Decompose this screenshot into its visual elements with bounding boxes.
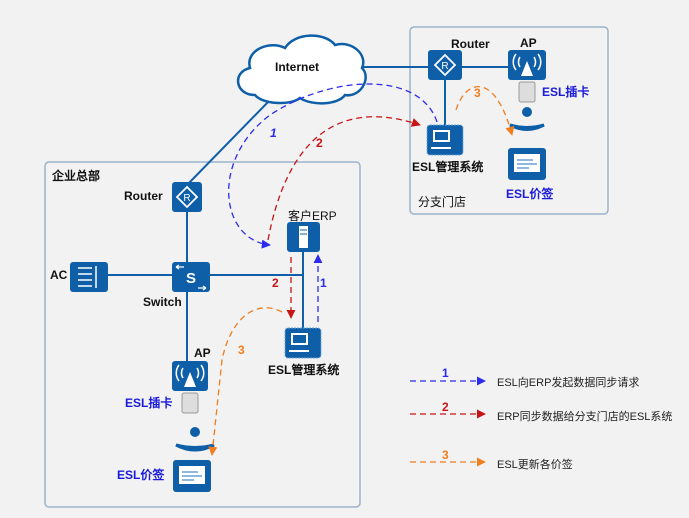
flow-2-path-a <box>267 116 421 241</box>
ac-label: AC <box>50 268 68 282</box>
hq-esl-tag-label: ESL价签 <box>117 468 165 482</box>
hq-ap-label: AP <box>194 346 211 360</box>
branch-esl-system-label: ESL管理系统 <box>412 160 484 174</box>
branch-ap-icon[interactable] <box>508 50 546 80</box>
legend-1-number: 1 <box>442 366 449 380</box>
hq-router-icon[interactable]: R <box>172 182 202 212</box>
hq-switch-label: Switch <box>143 295 182 309</box>
flow-3-number-hq: 3 <box>238 343 245 357</box>
flow-2-number: 2 <box>316 136 323 150</box>
internet-cloud <box>237 34 367 105</box>
internet-label: Internet <box>275 60 320 74</box>
hq-frame <box>44 161 361 508</box>
hq-router-label: Router <box>124 189 163 203</box>
branch-signal-icon <box>509 107 545 131</box>
hq-esl-system-label: ESL管理系统 <box>268 363 340 377</box>
legend-3-text: ESL更新各价签 <box>497 459 573 471</box>
svg-text:R: R <box>441 61 448 72</box>
flow-3-path-b <box>208 307 283 456</box>
hq-esl-tag-icon[interactable] <box>173 460 211 492</box>
branch-ap-label: AP <box>520 36 537 50</box>
branch-esl-card-icon <box>518 81 536 103</box>
flow-3-number: 3 <box>474 86 481 100</box>
branch-esl-tag-label: ESL价签 <box>506 187 554 201</box>
ac-icon[interactable] <box>70 262 108 292</box>
branch-router-label: Router <box>451 37 490 51</box>
legend-3-number: 3 <box>442 448 449 462</box>
hq-esl-card-label: ESL插卡 <box>125 396 173 410</box>
flow-1-number-hq: 1 <box>320 276 327 290</box>
legend-1-text: ESL向ERP发起数据同步请求 <box>497 377 640 389</box>
erp-label: 客户ERP <box>288 209 337 223</box>
legend-2-text: ERP同步数据给分支门店的ESL系统 <box>497 411 673 423</box>
hq-title: 企业总部 <box>52 169 101 183</box>
branch-esl-card-label: ESL插卡 <box>542 85 590 99</box>
flow-2-number-hq: 2 <box>272 276 279 290</box>
hq-ap-icon[interactable] <box>172 361 208 391</box>
hq-esl-card-icon <box>181 392 199 414</box>
branch-title: 分支门店 <box>418 195 467 209</box>
branch-router-icon[interactable]: R <box>428 50 462 80</box>
branch-esl-system-icon[interactable] <box>426 124 464 156</box>
legend-2-number: 2 <box>442 400 449 414</box>
flow-1-path-a <box>228 83 438 249</box>
erp-server-icon[interactable] <box>287 222 320 252</box>
svg-text:S: S <box>186 270 196 287</box>
hq-esl-system-icon[interactable] <box>284 327 322 359</box>
hq-switch-icon[interactable]: S <box>172 262 210 292</box>
flow-1-number: 1 <box>270 126 277 140</box>
branch-esl-tag-icon[interactable] <box>508 148 546 180</box>
hq-signal-icon <box>175 427 215 452</box>
svg-text:R: R <box>183 193 190 204</box>
links <box>108 66 513 362</box>
